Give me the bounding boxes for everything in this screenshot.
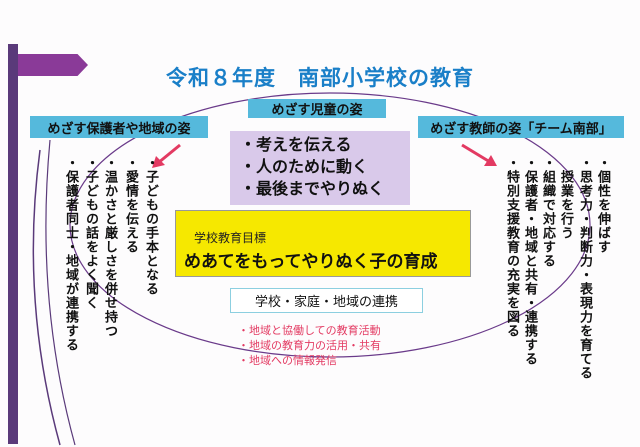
parent-item: ・子どもの手本となる [143,156,158,296]
partnership-item: ・地域への情報発信 [238,354,337,367]
parent-item: ・愛情を伝える [123,156,138,254]
teacher-header: めざす教師の姿「チーム南部」 [418,116,624,138]
partnership-item: ・地域と協働しての教育活動 [238,324,381,337]
teacher-item: 授業を行う [558,156,573,240]
connection-ellipse [69,92,591,358]
decor-arrow-tab [18,54,88,76]
teacher-item: ・保護者・地域と共有・連携する [522,156,537,366]
child-item: ・人のために動く [240,157,369,176]
teacher-item: ・個性を伸ばす [595,156,610,254]
partnership-list: ・地域と協働しての教育活動 ・地域の教育力の活用・共有 ・地域への情報発信 [238,323,381,368]
left-arrow-icon [157,143,181,165]
right-arrow-icon [461,143,491,164]
goal-label: 学校教育目標 [194,231,267,245]
school-goal-box: 学校教育目標 めあてをもってやりぬく子の育成 [175,210,471,277]
left-arrow-head-icon [152,156,165,168]
child-item: ・考えを伝える [240,135,352,154]
partnership-box: 学校・家庭・地域の連携 [230,288,423,313]
left-decor-bar [8,44,18,444]
decor-curve [32,149,61,446]
right-arrow-head-icon [484,155,497,166]
teacher-item: ・特別支援教育の充実を図る [504,156,519,338]
parent-header: めざす保護者や地域の姿 [30,116,208,138]
child-goals-box: ・考えを伝える ・人のために動く ・最後までやりぬく [230,131,410,205]
decor-curve [45,139,76,446]
partnership-item: ・地域の教育力の活用・共有 [238,339,381,352]
child-item: ・最後までやりぬく [240,179,385,198]
page-title: 令和８年度 南部小学校の教育 [166,66,474,90]
teacher-item: ・思考力・判断力・表現力を育てる [577,156,592,380]
parent-item: ・保護者同士・地域が連携する [63,156,78,352]
parent-item: ・温かさと厳しさを併せ持つ [102,156,117,338]
parent-item: ・子どもの話をよく聞く [83,156,98,310]
teacher-item: ・組織で対応する [540,156,555,268]
goal-text: めあてをもってやりぬく子の育成 [184,252,438,272]
child-header: めざす児童の姿 [248,99,386,118]
